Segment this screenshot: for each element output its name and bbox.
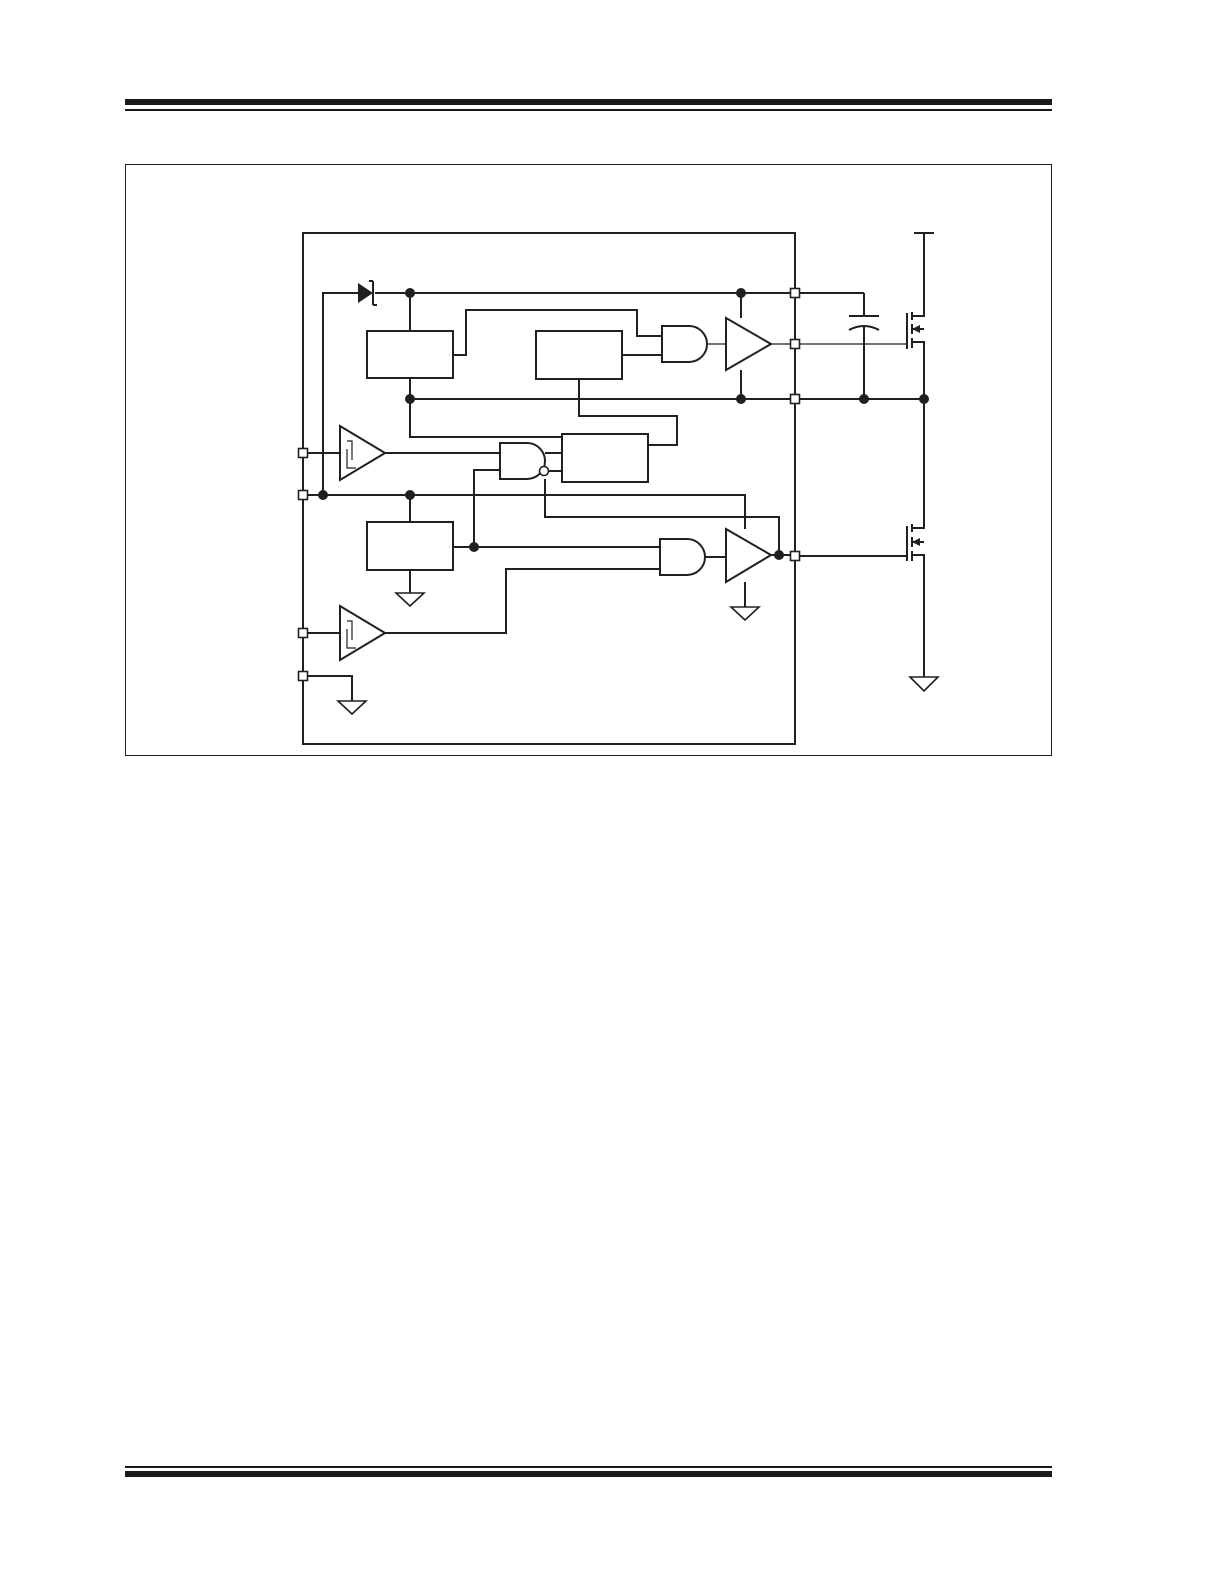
- pin-vdd: [297, 489, 309, 501]
- block-diagram-svg: [125, 164, 1052, 756]
- pin-enable: [297, 627, 309, 639]
- ground-icon: [908, 676, 940, 693]
- block-latch: [561, 433, 649, 483]
- pin-high-gate: [789, 338, 801, 350]
- pin-phase: [789, 393, 801, 405]
- low-side-mosfet: [795, 399, 940, 693]
- pin-boot: [789, 287, 801, 299]
- ic-pins: [297, 287, 801, 682]
- nand-gate-middle: [499, 442, 546, 480]
- pin-input: [297, 447, 309, 459]
- block-top-left: [366, 330, 454, 379]
- driver-low-side: [725, 527, 773, 584]
- pin-low-gate: [789, 550, 801, 562]
- pin-ground: [297, 670, 309, 682]
- ic-outline: [302, 232, 796, 745]
- block-bottom-left: [366, 521, 454, 571]
- bootstrap-capacitor: [848, 293, 880, 399]
- and-gate-high: [661, 325, 708, 363]
- ground-icon: [728, 606, 762, 622]
- block-diagram-figure: [125, 164, 1052, 756]
- inversion-bubble-icon: [538, 465, 550, 477]
- bootstrap-diode-icon: [358, 283, 373, 303]
- driver-high-side: [725, 316, 773, 372]
- figure-border: [125, 164, 1052, 756]
- footer-rule-thick: [125, 1471, 1052, 1477]
- schmitt-buffer-lower: [339, 604, 387, 662]
- header-rule-thin: [125, 109, 1052, 111]
- boot-rail: [322, 280, 864, 495]
- and-gate-low: [659, 538, 706, 576]
- junction-dots: [318, 288, 929, 560]
- ground-icon: [393, 592, 427, 608]
- ground-icon: [335, 700, 369, 716]
- block-top-middle: [535, 330, 623, 380]
- schmitt-buffer-upper: [339, 424, 387, 482]
- footer-rule-thin: [125, 1466, 1052, 1468]
- header-rule-thick: [125, 99, 1052, 105]
- high-side-mosfet: [906, 232, 934, 399]
